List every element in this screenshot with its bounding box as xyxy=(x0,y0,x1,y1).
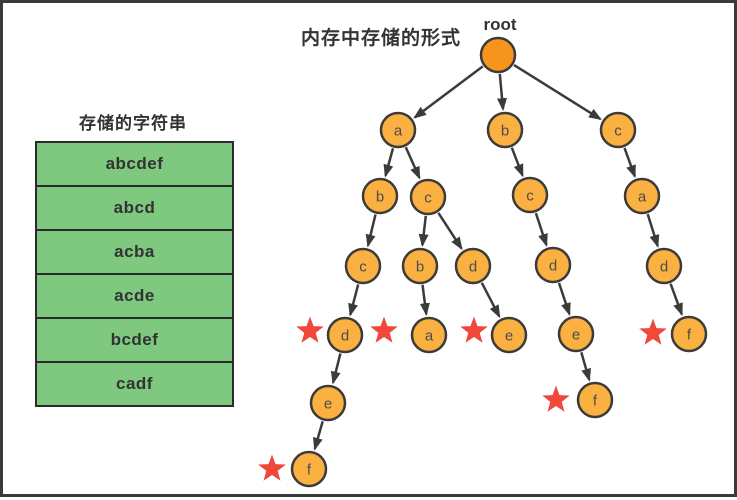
trie-node-e: e xyxy=(309,384,347,422)
string-row: bcdef xyxy=(35,317,234,363)
tree-edge xyxy=(557,282,571,316)
node-letter: c xyxy=(424,189,432,206)
word-end-star-icon xyxy=(258,454,286,481)
node-letter: a xyxy=(638,188,647,205)
tree-edge xyxy=(330,353,342,385)
trie-node-d: d xyxy=(326,316,364,354)
node-letter: d xyxy=(660,258,668,275)
trie-node-d: d xyxy=(454,247,492,285)
trie-root-node xyxy=(479,36,517,74)
tree-edge xyxy=(313,420,324,451)
tree-edge xyxy=(413,65,484,119)
node-letter: f xyxy=(307,461,312,478)
tree-edge xyxy=(418,215,429,248)
tree-edge xyxy=(497,73,507,112)
node-letter: d xyxy=(469,258,477,275)
trie-node-b: b xyxy=(361,177,399,215)
word-end-star-icon xyxy=(639,318,667,345)
trie-node-d: d xyxy=(645,247,683,285)
tree-edge xyxy=(623,147,636,179)
trie-node-a: a xyxy=(623,177,661,215)
node-letter: a xyxy=(425,327,434,344)
nodes-layer: a b c b c c a c b d d d d a e e f e f f xyxy=(290,36,708,488)
tree-edge xyxy=(365,214,377,248)
node-letter: d xyxy=(549,257,557,274)
node-letter: b xyxy=(501,122,509,139)
node-letter: e xyxy=(572,326,580,343)
tree-title: 内存中存储的形式 xyxy=(300,28,461,49)
trie-node-c: c xyxy=(599,111,637,149)
tree-edge xyxy=(437,212,463,251)
trie-node-c: c xyxy=(344,247,382,285)
node-letter: d xyxy=(341,327,349,344)
tree-edge xyxy=(419,284,430,317)
trie-node-c: c xyxy=(511,176,549,214)
trie-node-f: f xyxy=(670,315,708,353)
word-end-star-icon xyxy=(370,316,398,343)
tree-edge xyxy=(480,282,501,319)
table-title: 存储的字符串 xyxy=(79,114,187,133)
tree-edge xyxy=(669,283,683,317)
string-row: cadf xyxy=(35,361,234,407)
node-letter: a xyxy=(394,122,403,139)
tree-edge xyxy=(510,147,524,178)
root-node-label: root xyxy=(483,15,517,34)
trie-node-a: a xyxy=(410,316,448,354)
tree-edge xyxy=(404,146,421,180)
string-row: abcd xyxy=(35,185,234,231)
trie-node-d: d xyxy=(534,246,572,284)
stars-layer xyxy=(258,316,667,481)
trie-node-b: b xyxy=(486,111,524,149)
node-letter: f xyxy=(687,326,692,343)
tree-edge xyxy=(383,147,395,178)
node-letter: b xyxy=(416,258,424,275)
tree-edge xyxy=(513,64,602,120)
word-end-star-icon xyxy=(460,316,488,343)
trie-node-e: e xyxy=(557,315,595,353)
trie-node-f: f xyxy=(576,381,614,419)
trie-tree-svg: a b c b c c a c b d d d d a e e f e f f xyxy=(258,36,708,488)
node-letter: c xyxy=(359,258,367,275)
tree-edge xyxy=(534,212,548,247)
edges-layer xyxy=(313,64,683,451)
trie-node-a: a xyxy=(379,111,417,149)
trie-node-c: c xyxy=(409,178,447,216)
tree-edge xyxy=(646,213,660,248)
node-letter: e xyxy=(505,327,513,344)
word-end-star-icon xyxy=(296,316,324,343)
node-letter: c xyxy=(526,187,534,204)
tree-edge xyxy=(580,351,591,382)
trie-node-f: f xyxy=(290,450,328,488)
word-end-star-icon xyxy=(542,385,570,412)
tree-edge xyxy=(348,284,360,317)
node-letter: c xyxy=(614,122,622,139)
trie-node-e: e xyxy=(490,316,528,354)
node-letter: f xyxy=(593,392,598,409)
trie-node-b: b xyxy=(401,247,439,285)
node-letter: e xyxy=(324,395,332,412)
node-letter: b xyxy=(376,188,384,205)
